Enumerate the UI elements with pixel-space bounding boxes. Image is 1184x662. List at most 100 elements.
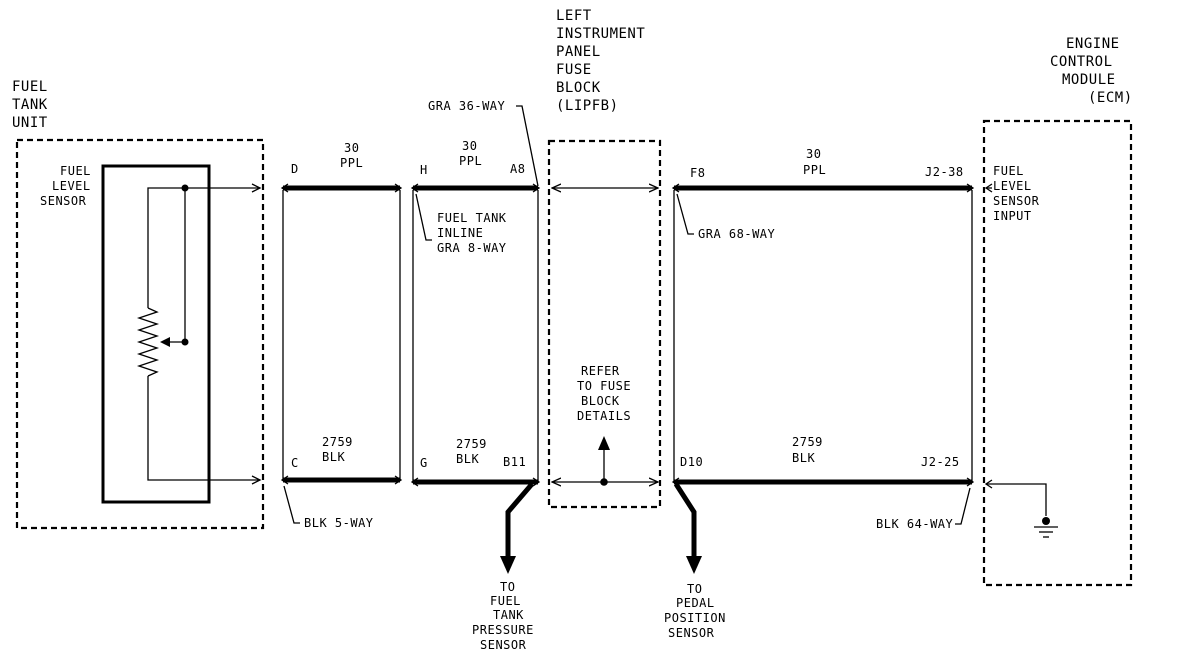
fuel-tank-inline-label: INLINE: [437, 226, 483, 240]
pin-label: J2-38: [925, 165, 964, 179]
wire-gauge-label: 30: [462, 139, 477, 153]
resistor-icon: [136, 307, 160, 377]
ecm-label-1: ENGINE: [1066, 36, 1120, 52]
branch-wire: [505, 482, 534, 556]
up-arrow-icon: [598, 436, 610, 450]
leader-line: [516, 105, 539, 187]
connector-arrow-icon: [984, 479, 993, 489]
fuel-level-sensor-label-3: SENSOR: [40, 194, 87, 208]
fuel-tank-unit-label-1: FUEL: [12, 79, 48, 95]
fuel-level-sensor-box: [101, 164, 211, 504]
fuel-tank-unit: FUEL TANK UNIT FUEL LEVEL SENSOR: [12, 79, 265, 530]
lipfb: LEFT INSTRUMENT PANEL FUSE BLOCK (LIPFB)…: [547, 8, 662, 509]
ecm-input-label-1: FUEL: [993, 164, 1024, 178]
lipfb-label-2: INSTRUMENT: [556, 26, 645, 42]
refer-note-4: DETAILS: [577, 409, 631, 423]
wire-color-label: BLK: [792, 451, 815, 465]
connector-arrow-icon: [251, 475, 262, 485]
wire-color-label: BLK: [322, 450, 345, 464]
circuit-30-ppl: 30 PPL 30 PPL 30 PPL D H A8 F8 J2-38: [280, 139, 975, 193]
ground-node: [1042, 517, 1050, 525]
to-pedal-label-2: PEDAL: [676, 596, 715, 610]
connector-arrow-icon: [532, 477, 541, 487]
pin-label: H: [420, 163, 428, 177]
to-pressure-label-1: TO: [500, 580, 515, 594]
gra-36-way-label: GRA 36-WAY: [428, 99, 506, 113]
ecm-label-4: (ECM): [1088, 90, 1133, 106]
pin-label: J2-25: [921, 455, 960, 469]
wire-color-label: PPL: [459, 154, 482, 168]
connector-arrow-icon: [410, 477, 419, 487]
wire-gauge-label: 2759: [322, 435, 353, 449]
refer-note-2: TO FUSE: [577, 379, 631, 393]
gra-68-way-label: GRA 68-WAY: [698, 227, 776, 241]
fuel-tank-unit-boundary: [15, 138, 265, 530]
leader-line: [676, 193, 694, 235]
ecm-label-3: MODULE: [1062, 72, 1116, 88]
pin-label: B11: [503, 455, 526, 469]
fuel-level-sensor-label-1: FUEL: [60, 164, 91, 178]
pin-label: D10: [680, 455, 703, 469]
connector-arrow-icon: [280, 475, 289, 485]
wire-gauge-label: 2759: [456, 437, 487, 451]
connector-arrow-icon: [966, 477, 975, 487]
wire-gauge-label: 2759: [792, 435, 823, 449]
refer-note-1: REFER: [581, 364, 620, 378]
wire-gauge-label: 30: [344, 141, 359, 155]
wire-color-label: PPL: [340, 156, 363, 170]
connector-arrow-icon: [410, 183, 419, 193]
ecm-input-label-4: INPUT: [993, 209, 1032, 223]
to-pressure-label-5: SENSOR: [480, 638, 527, 652]
connector-arrow-icon: [251, 183, 262, 193]
pin-label: C: [291, 456, 299, 470]
connector-arrow-icon: [671, 183, 680, 193]
ecm-input-label-3: SENSOR: [993, 194, 1040, 208]
lipfb-label-4: FUSE: [556, 62, 592, 78]
leader-line: [415, 193, 432, 241]
blk-5-way-label: BLK 5-WAY: [304, 516, 374, 530]
to-pressure-label-2: FUEL: [490, 594, 521, 608]
pressure-sensor-branch: TO FUEL TANK PRESSURE SENSOR: [472, 482, 534, 652]
branch-wire: [673, 482, 697, 556]
ecm: ENGINE CONTROL MODULE (ECM) FUEL LEVEL S…: [982, 36, 1133, 587]
wire-color-label: BLK: [456, 452, 479, 466]
refer-note-3: BLOCK: [581, 394, 620, 408]
lipfb-label-3: PANEL: [556, 44, 601, 60]
down-arrow-icon: [686, 556, 702, 574]
leader-line: [955, 487, 971, 525]
fuel-tank-unit-label-2: TANK: [12, 97, 48, 113]
connector-callouts: GRA 36-WAY FUEL TANK INLINE GRA 8-WAY GR…: [283, 99, 971, 531]
fuel-tank-unit-label-3: UNIT: [12, 115, 48, 131]
to-pedal-label-3: POSITION: [664, 611, 726, 625]
connector-arrow-icon: [280, 183, 289, 193]
fuel-level-sensor-label-2: LEVEL: [52, 179, 91, 193]
lipfb-label-5: BLOCK: [556, 80, 601, 96]
to-pedal-label-1: TO: [687, 582, 702, 596]
lipfb-label-1: LEFT: [556, 8, 592, 24]
pin-label: F8: [690, 166, 705, 180]
connector-arrow-icon: [966, 183, 975, 193]
fuel-tank-inline-label: GRA 8-WAY: [437, 241, 507, 255]
to-pressure-label-3: TANK: [493, 608, 524, 622]
pin-label: G: [420, 456, 428, 470]
down-arrow-icon: [500, 556, 516, 574]
splice-dot: [600, 478, 608, 486]
to-pressure-label-4: PRESSURE: [472, 623, 534, 637]
junction-dot: [181, 338, 189, 346]
pin-label: D: [291, 162, 299, 176]
junction-dot: [181, 184, 189, 192]
ecm-boundary: [982, 119, 1133, 587]
sensor-top-lead: [147, 187, 260, 308]
connector-arrow-icon: [532, 183, 541, 193]
sensor-bottom-lead: [147, 376, 260, 481]
connector-bodies: [282, 190, 973, 482]
pin-label: A8: [510, 162, 525, 176]
wiper-arrow-icon: [160, 337, 170, 347]
lipfb-boundary: [547, 139, 662, 509]
lipfb-label-6: (LIPFB): [556, 98, 619, 114]
circuit-2759-blk: 2759 BLK 2759 BLK 2759 BLK C G B11 D10 J…: [280, 435, 975, 487]
connector-arrow-icon: [394, 475, 403, 485]
connector-arrow-icon: [984, 183, 993, 193]
connector-arrow-icon: [394, 183, 403, 193]
